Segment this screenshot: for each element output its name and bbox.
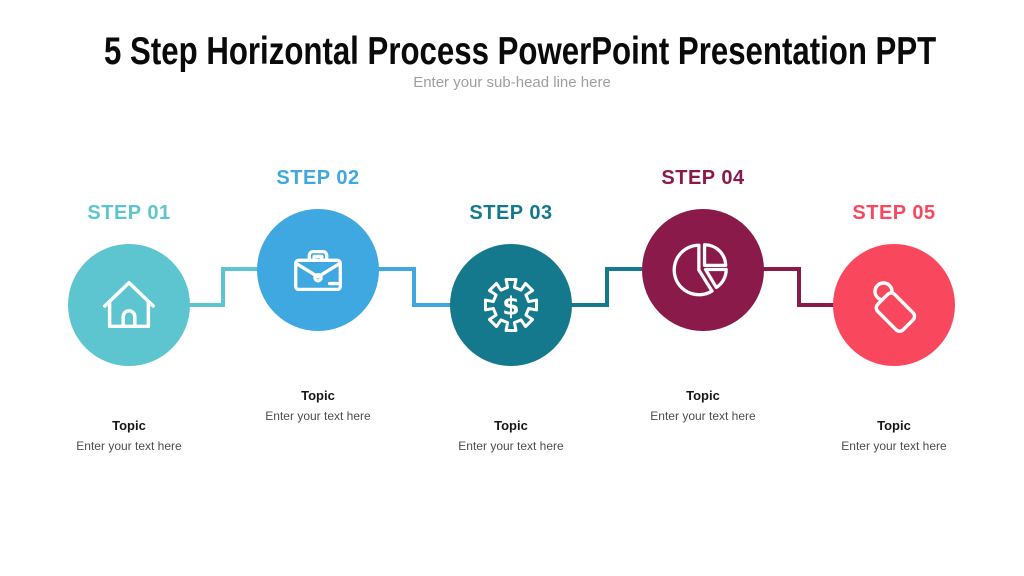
topic-desc: Enter your text here bbox=[841, 439, 947, 453]
connector-4-5-segment bbox=[797, 303, 835, 307]
topic-desc: Enter your text here bbox=[265, 409, 371, 423]
step-group-2: STEP 02 Topic Enter your text here bbox=[238, 0, 398, 480]
briefcase-icon bbox=[294, 249, 342, 292]
connector-1-2-segment bbox=[221, 267, 259, 271]
connector-1-2-segment bbox=[221, 267, 225, 307]
step-circle bbox=[833, 244, 955, 366]
connector-3-4-segment bbox=[605, 267, 609, 307]
slide-title: 5 Step Horizontal Process PowerPoint Pre… bbox=[0, 30, 1024, 74]
connector-1-2-segment bbox=[188, 303, 225, 307]
topic-title: Topic bbox=[112, 418, 146, 433]
step-group-1: STEP 01 Topic Enter your text here bbox=[49, 0, 209, 480]
topic-block: Topic Enter your text here bbox=[49, 418, 209, 453]
topic-block: Topic Enter your text here bbox=[431, 418, 591, 453]
connector-3-4-segment bbox=[605, 267, 644, 271]
step-circle bbox=[68, 244, 190, 366]
svg-text:$: $ bbox=[502, 292, 519, 321]
step-label: STEP 05 bbox=[852, 202, 936, 224]
step-label: STEP 04 bbox=[661, 167, 745, 189]
connector-4-5-segment bbox=[797, 267, 801, 307]
gear-dollar-icon: $ bbox=[483, 277, 539, 333]
topic-desc: Enter your text here bbox=[650, 409, 756, 423]
topic-block: Topic Enter your text here bbox=[814, 418, 974, 453]
connector-2-3-segment bbox=[412, 303, 452, 307]
topic-title: Topic bbox=[301, 388, 335, 403]
step-label: STEP 02 bbox=[276, 167, 360, 189]
connector-4-5-segment bbox=[762, 267, 801, 271]
step-label: STEP 03 bbox=[469, 202, 553, 224]
step-label: STEP 01 bbox=[87, 202, 171, 224]
slide-title-text: 5 Step Horizontal Process PowerPoint Pre… bbox=[104, 30, 937, 73]
step-circle bbox=[642, 209, 764, 331]
step-circle bbox=[257, 209, 379, 331]
topic-desc: Enter your text here bbox=[76, 439, 182, 453]
step-circle: $ bbox=[450, 244, 572, 366]
step-group-4: STEP 04 Topic Enter your text here bbox=[623, 0, 783, 480]
connector-2-3-segment bbox=[377, 267, 416, 271]
step-group-5: STEP 05 Topic Enter your text here bbox=[814, 0, 974, 480]
connector-3-4-segment bbox=[570, 303, 609, 307]
topic-block: Topic Enter your text here bbox=[623, 388, 783, 423]
home-icon bbox=[103, 280, 155, 329]
topic-title: Topic bbox=[686, 388, 720, 403]
topic-title: Topic bbox=[877, 418, 911, 433]
step-group-3: STEP 03 $ Topic Enter your text here bbox=[431, 0, 591, 480]
slide-subtitle: Enter your sub-head line here bbox=[413, 74, 611, 91]
tag-icon bbox=[873, 281, 917, 333]
pie-chart-icon bbox=[672, 243, 728, 297]
topic-desc: Enter your text here bbox=[458, 439, 564, 453]
connector-2-3-segment bbox=[412, 267, 416, 307]
topic-block: Topic Enter your text here bbox=[238, 388, 398, 423]
topic-title: Topic bbox=[494, 418, 528, 433]
